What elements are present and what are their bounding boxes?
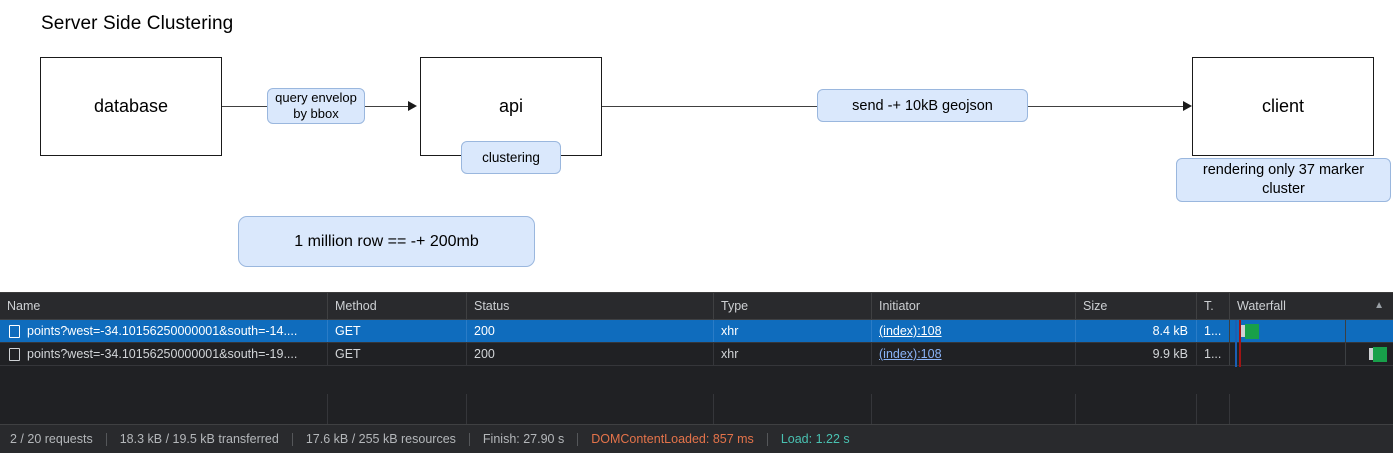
cell-method: GET: [327, 343, 466, 365]
status-divider: [766, 432, 768, 446]
label-clustering: clustering: [461, 141, 561, 174]
status-dom-content-loaded: DOMContentLoaded: 857 ms: [591, 432, 754, 446]
node-database: database: [40, 57, 222, 156]
edge-label-query-envelop: query envelop by bbox: [267, 88, 365, 124]
table-row[interactable]: points?west=-34.10156250000001&south=-14…: [0, 320, 1393, 343]
node-database-label: database: [93, 96, 169, 116]
status-divider: [105, 432, 107, 446]
initiator-link[interactable]: (index):108: [879, 347, 942, 361]
column-header-name[interactable]: Name: [7, 299, 41, 313]
status-divider: [468, 432, 470, 446]
cell-type: xhr: [713, 343, 871, 365]
load-event-line: [1239, 320, 1241, 367]
request-type-icon: [9, 325, 20, 338]
edge-database-to-api-left: [222, 106, 270, 107]
dom-content-loaded-line: [1235, 320, 1237, 367]
status-load: Load: 1.22 s: [780, 432, 850, 446]
edge-database-to-api-right: [364, 106, 410, 107]
request-type-icon: [9, 348, 20, 361]
cell-type: xhr: [713, 320, 871, 342]
waterfall-wait-bar: [1369, 348, 1373, 360]
status-transferred: 18.3 kB / 19.5 kB transferred: [119, 432, 279, 446]
node-client-label: client: [1261, 96, 1305, 116]
arrow-head-to-api: [408, 101, 417, 111]
status-divider: [577, 432, 579, 446]
network-status-bar: 2 / 20 requests 18.3 kB / 19.5 kB transf…: [0, 424, 1393, 453]
status-finish: Finish: 27.90 s: [482, 432, 565, 446]
cell-size: 9.9 kB: [1075, 343, 1196, 365]
waterfall-download-bar: [1373, 347, 1387, 362]
column-header-method[interactable]: Method: [327, 293, 466, 319]
cell-name[interactable]: points?west=-34.10156250000001&south=-19…: [0, 343, 327, 365]
initiator-link[interactable]: (index):108: [879, 324, 942, 338]
devtools-network-panel: Name Method Status Type Initiator Size T…: [0, 292, 1393, 425]
network-table-header: Name Method Status Type Initiator Size T…: [0, 293, 1393, 320]
column-header-waterfall[interactable]: Waterfall: [1229, 293, 1393, 319]
cell-initiator[interactable]: (index):108: [871, 320, 1075, 342]
label-one-million-row: 1 million row == -+ 200mb: [238, 216, 535, 267]
table-row[interactable]: points?west=-34.10156250000001&south=-19…: [0, 343, 1393, 366]
node-api-label: api: [498, 96, 524, 116]
cell-waterfall[interactable]: [1229, 343, 1393, 365]
column-header-size[interactable]: Size: [1075, 293, 1196, 319]
cell-time: 1...: [1196, 343, 1229, 365]
architecture-diagram: Server Side Clustering database api clie…: [40, 13, 1391, 267]
cell-status: 200: [466, 320, 713, 342]
request-name-label: points?west=-34.10156250000001&south=-19…: [27, 347, 298, 361]
edge-api-to-client-left: [602, 106, 820, 107]
cell-method: GET: [327, 320, 466, 342]
waterfall-wait-bar: [1241, 325, 1245, 337]
status-resources: 17.6 kB / 255 kB resources: [305, 432, 456, 446]
status-requests: 2 / 20 requests: [10, 432, 93, 446]
edge-label-send-geojson: send -+ 10kB geojson: [817, 89, 1028, 122]
request-name-label: points?west=-34.10156250000001&south=-14…: [27, 324, 298, 338]
status-divider: [291, 432, 293, 446]
column-header-status[interactable]: Status: [466, 293, 713, 319]
network-table-empty-area: [0, 394, 1393, 425]
cell-waterfall[interactable]: [1229, 320, 1393, 342]
node-client: client: [1192, 57, 1374, 156]
label-rendering-marker-cluster: rendering only 37 marker cluster: [1176, 158, 1391, 202]
cell-status: 200: [466, 343, 713, 365]
arrow-head-to-client: [1183, 101, 1192, 111]
page-background-bottom: [0, 453, 1393, 462]
node-api: api: [420, 57, 602, 156]
cell-size: 8.4 kB: [1075, 320, 1196, 342]
cell-time: 1...: [1196, 320, 1229, 342]
column-header-initiator[interactable]: Initiator: [871, 293, 1075, 319]
sort-ascending-icon[interactable]: ▲: [1374, 300, 1384, 311]
column-header-time[interactable]: T.: [1196, 293, 1229, 319]
cell-name[interactable]: points?west=-34.10156250000001&south=-14…: [0, 320, 327, 342]
edge-api-to-client-right: [1026, 106, 1186, 107]
diagram-title: Server Side Clustering: [41, 13, 234, 34]
cell-initiator[interactable]: (index):108: [871, 343, 1075, 365]
waterfall-download-bar: [1245, 324, 1259, 339]
column-header-type[interactable]: Type: [713, 293, 871, 319]
